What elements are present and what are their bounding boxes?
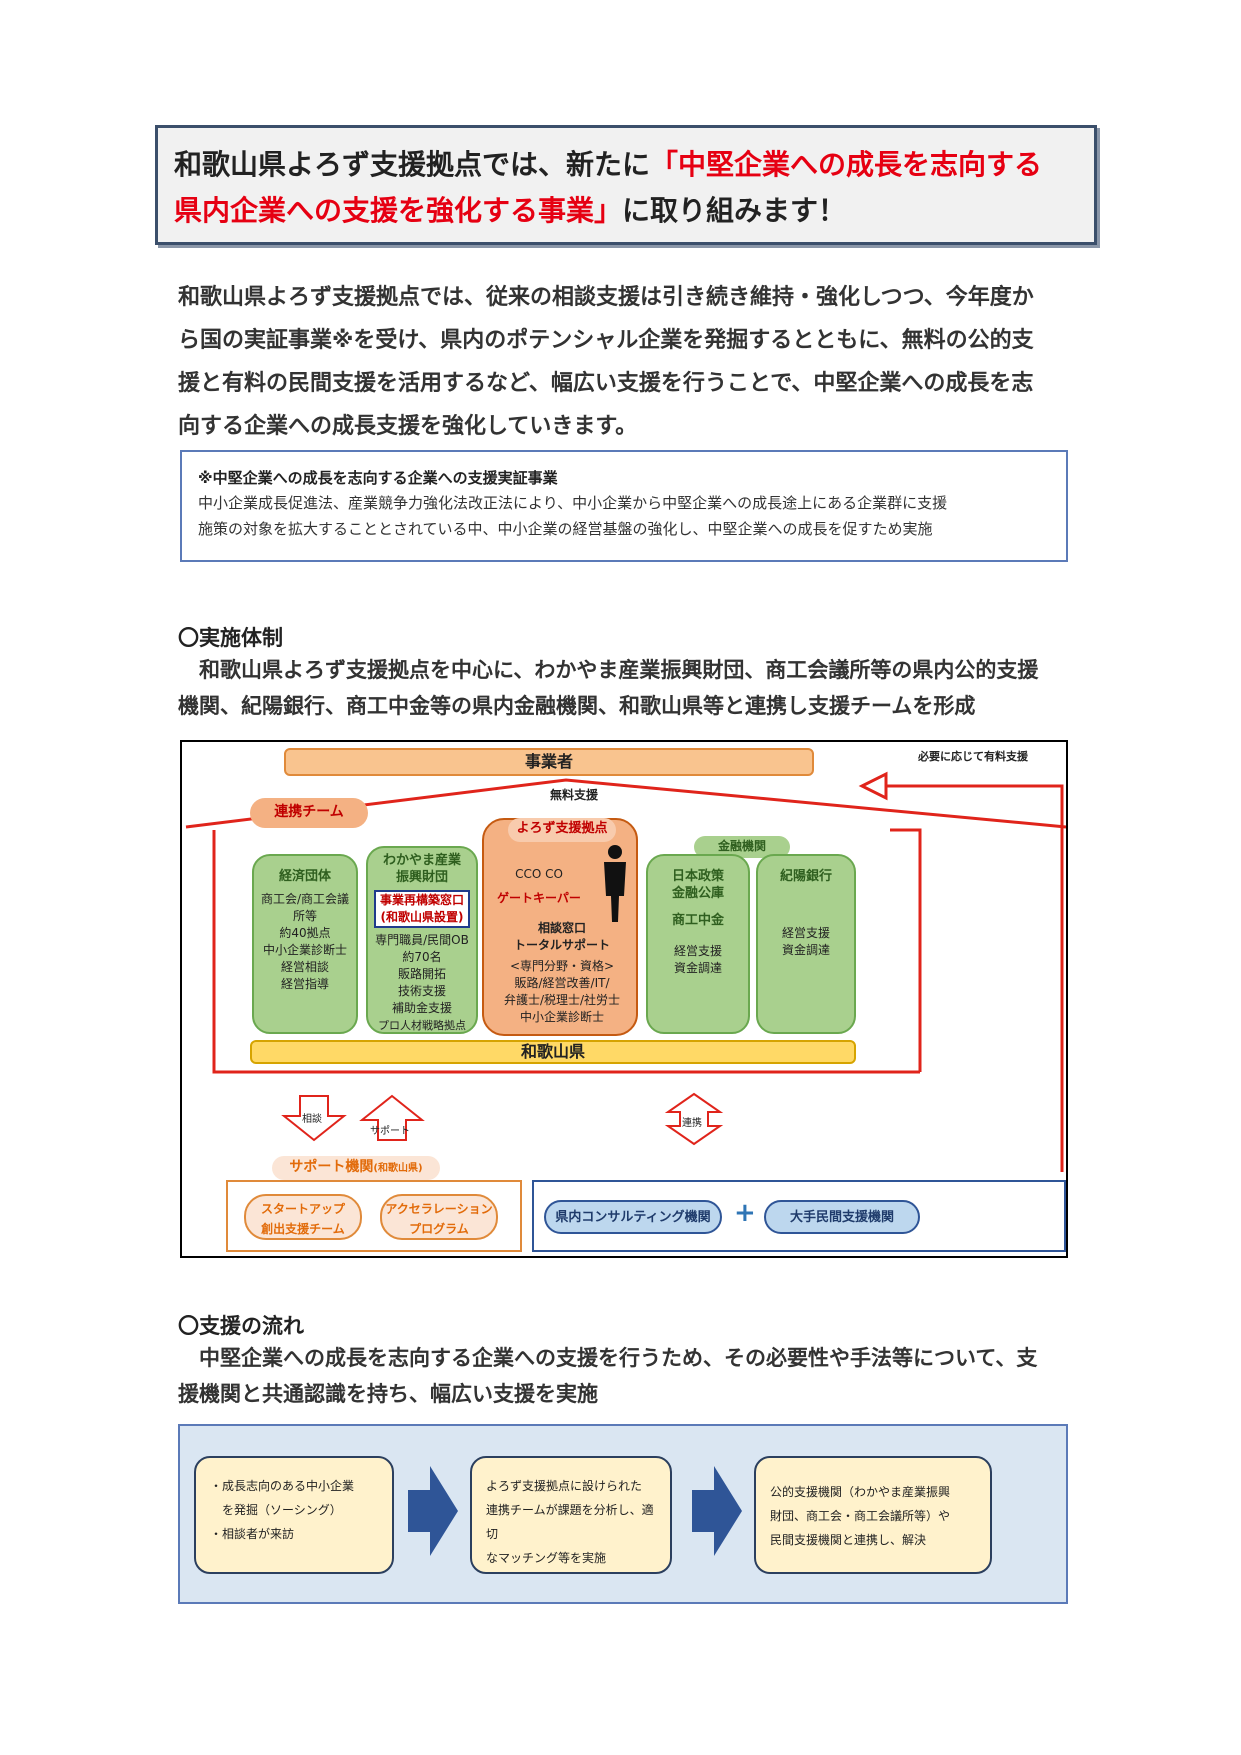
title-banner: 和歌山県よろず支援拠点では、新たに「中堅企業への成長を志向する 県内企業への支援… — [155, 125, 1097, 245]
support-arrow-label: サポート — [370, 1126, 410, 1137]
flow-arrow-2-icon — [692, 1466, 742, 1556]
note-body: 中小企業成長促進法、産業競争力強化法改正法により、中小企業から中堅企業への成長途… — [198, 494, 948, 538]
prefecture-bar: 和歌山県 — [250, 1040, 856, 1064]
restructuring-desk-box: 事業再構築窓口 (和歌山県設置) — [374, 890, 470, 928]
link-arrow — [664, 1092, 724, 1146]
flow-step-3: 公的支援機関（わかやま産業振興 財団、商工会・商工会議所等）や 民間支援機関と連… — [754, 1456, 992, 1574]
support-org-label: サポート機関(和歌山県) — [272, 1156, 440, 1180]
free-support-label: 無料支援 — [550, 788, 599, 802]
link-arrow-label: 連携 — [682, 1118, 702, 1129]
note-box: ※中堅企業への成長を志向する企業への支援実証事業 中小企業成長促進法、産業競争力… — [180, 450, 1068, 562]
kiyo-bank-column: 紀陽銀行 経営支援 資金調達 — [756, 854, 856, 1034]
yorozu-hub-label: よろず支援拠点 — [508, 818, 616, 842]
note-title: ※中堅企業への成長を志向する企業への支援実証事業 — [198, 469, 558, 487]
support-org-frame — [226, 1180, 522, 1252]
team-label: 連携チーム — [250, 798, 368, 828]
flow-step-2: よろず支援拠点に設けられた 連携チームが課題を分析し、適切 なマッチング等を実施 — [470, 1456, 672, 1574]
person-icon — [604, 845, 626, 922]
wakayama-foundation-column: わかやま産業 振興財団 事業再構築窓口 (和歌山県設置) 専門職員/民間OB 約… — [366, 846, 478, 1034]
private-support-frame — [532, 1180, 1066, 1252]
section-text-structure: 和歌山県よろず支援拠点を中心に、わかやま産業振興財団、商工会議所等の県内公的支援… — [178, 658, 1039, 718]
support-flow-diagram: ・成長志向のある中小企業 を発掘（ソーシング） ・相談者が来訪 よろず支援拠点に… — [178, 1424, 1068, 1604]
economic-orgs-column: 経済団体 商工会/商工会議 所等 約40拠点 中小企業診断士 経営相談 経営指導 — [252, 854, 358, 1034]
jfc-column: 日本政策 金融公庫 商工中金 経営支援 資金調達 — [646, 854, 750, 1034]
yorozu-hub-column: よろず支援拠点 CCO CO ゲートキーパー 相談窓口 トータルサポート <専門… — [482, 818, 638, 1036]
support-arrow — [359, 1094, 425, 1141]
wall-right — [890, 828, 922, 1072]
acceleration-program-box: アクセラレーション プログラム — [380, 1194, 498, 1240]
paid-support-arrowhead — [858, 771, 888, 801]
startup-team-box: スタートアップ 創出支援チーム — [244, 1194, 362, 1240]
flow-arrow-1-icon — [408, 1466, 458, 1556]
title-highlight-1: 「中堅企業への成長を志向する — [650, 148, 1043, 181]
structure-diagram: 事業者 必要に応じて有料支援 無料支援 連携チーム 経済団体 商工会/商工会議 … — [180, 740, 1068, 1258]
consult-arrow-label: 相談 — [302, 1114, 322, 1125]
diagram-lines — [185, 771, 1067, 1172]
paid-support-label: 必要に応じて有料支援 — [918, 750, 1028, 763]
finance-label: 金融機関 — [694, 836, 790, 858]
section-heading-structure: 〇実施体制 — [178, 626, 283, 650]
major-private-org-box: 大手民間支援機関 — [764, 1200, 920, 1234]
intro-paragraph: 和歌山県よろず支援拠点では、従来の相談支援は引き続き維持・強化しつつ、今年度か … — [178, 285, 1034, 439]
flow-step-1: ・成長志向のある中小企業 を発掘（ソーシング） ・相談者が来訪 — [194, 1456, 394, 1574]
title-line-1: 和歌山県よろず支援拠点では、新たに「中堅企業への成長を志向する — [174, 148, 1043, 181]
section-text-flow: 中堅企業への成長を志向する企業への支援を行うため、その必要性や手法等について、支… — [178, 1346, 1038, 1406]
title-line-2: 県内企業への支援を強化する事業」に取り組みます！ — [174, 194, 847, 227]
wall-left — [212, 830, 920, 1074]
business-operator-bar: 事業者 — [284, 748, 814, 776]
title-highlight-2: 県内企業への支援を強化する事業」 — [174, 194, 623, 227]
consult-arrow — [281, 1095, 347, 1142]
consulting-org-box: 県内コンサルティング機関 — [544, 1200, 722, 1234]
plus-icon: + — [734, 1198, 756, 1228]
section-heading-flow: 〇支援の流れ — [178, 1314, 304, 1338]
gatekeeper-label: ゲートキーパー — [497, 891, 581, 905]
paid-support-line — [882, 784, 1064, 1172]
